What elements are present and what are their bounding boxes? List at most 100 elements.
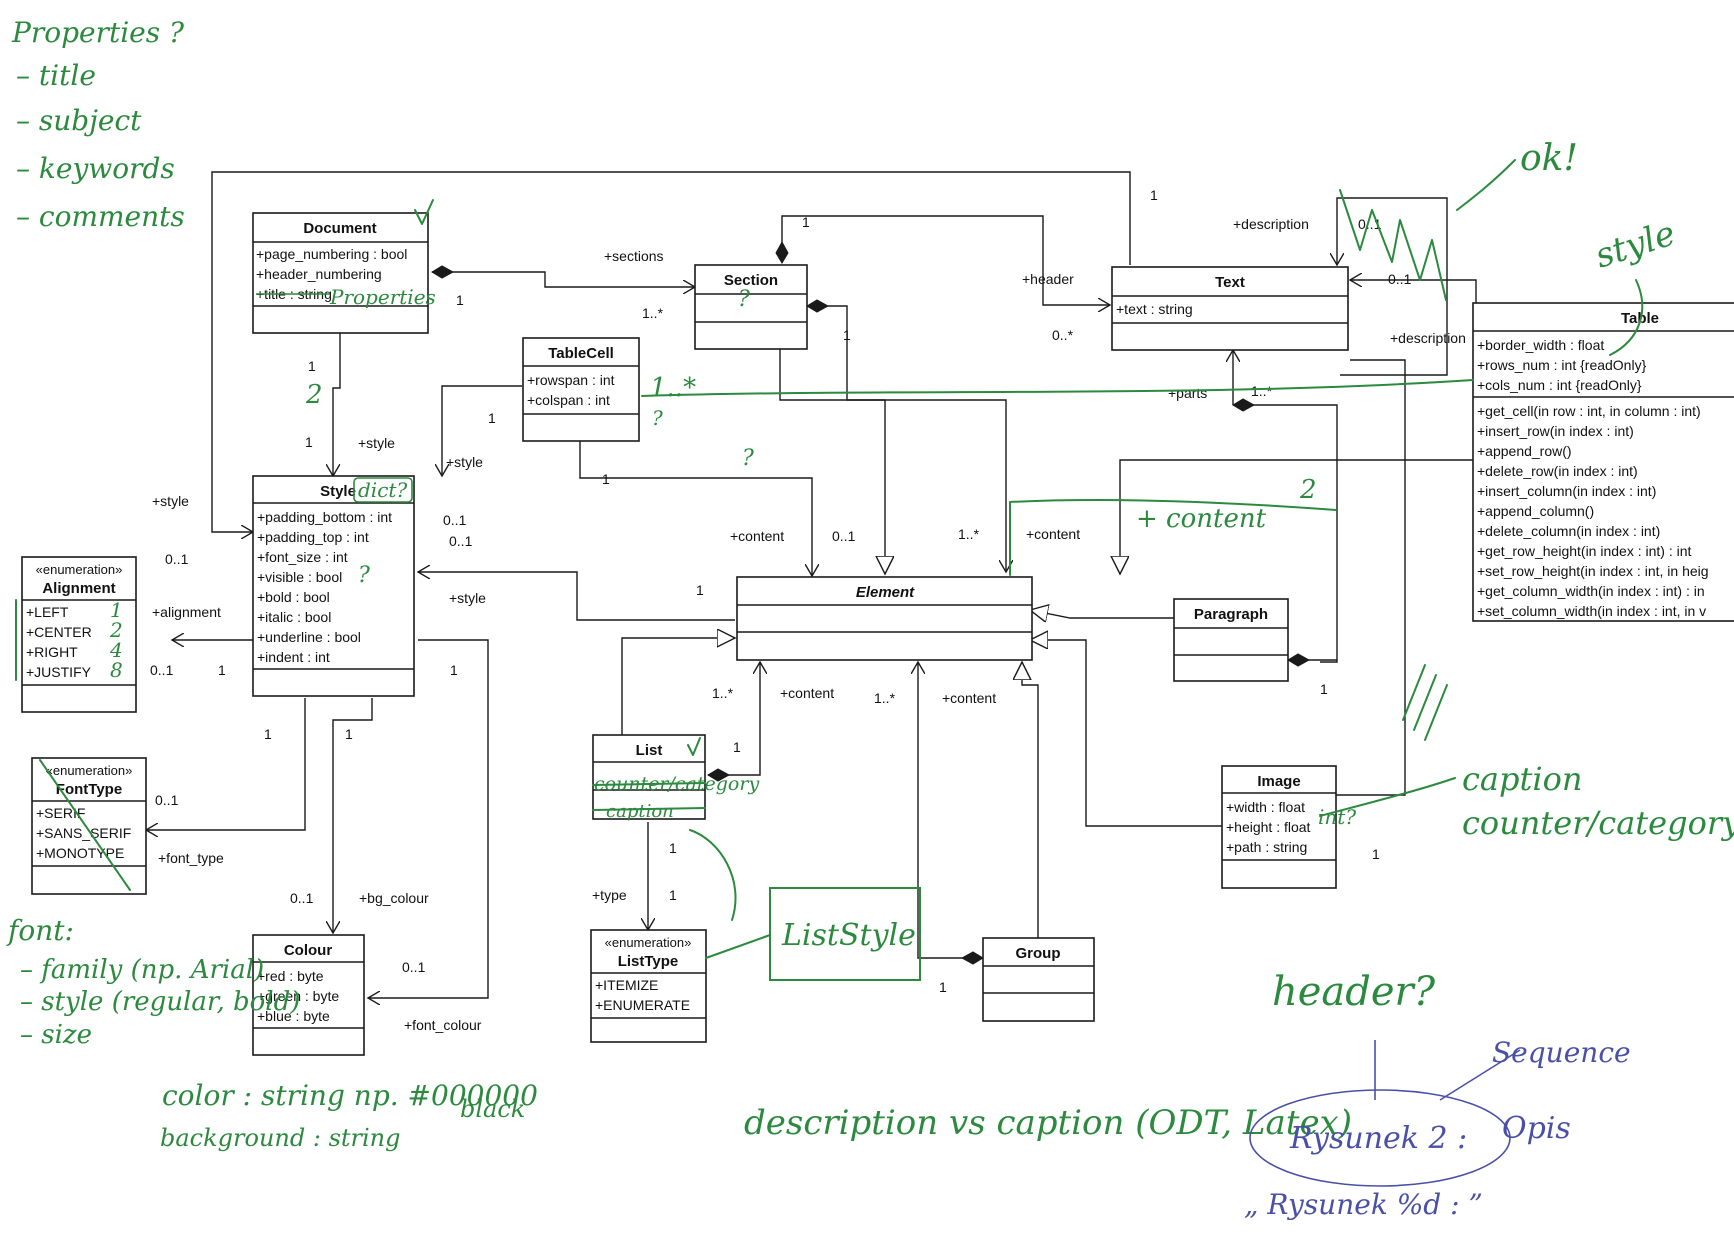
multiplicity-label: 1 (456, 292, 464, 308)
note-ok: ok! (1520, 138, 1578, 179)
note-subject: – subject (16, 104, 142, 137)
note-num: 2 (109, 618, 123, 642)
class-name: Image (1257, 773, 1300, 790)
note-dict: dict? (358, 478, 407, 502)
role-label: +content (730, 528, 784, 544)
note-connector (1374, 1040, 1521, 1101)
role-label: +content (942, 690, 996, 706)
note-section-mark: ? (738, 287, 750, 312)
class-attr: +colspan : int (527, 392, 610, 408)
class-colour: Colour +red : byte +green : byte +blue :… (252, 934, 365, 1056)
class-op: +get_cell(in row : int, in column : int) (1477, 403, 1701, 419)
note-sequence: Sequence (1492, 1036, 1631, 1069)
class-attr: +header_numbering (256, 266, 382, 282)
class-alignment: «enumeration» Alignment +LEFT +CENTER +R… (21, 556, 137, 713)
class-name: Paragraph (1194, 606, 1268, 623)
class-attr: +red : byte (257, 968, 324, 984)
class-paragraph: Paragraph (1173, 598, 1289, 682)
note-header: header? (1272, 969, 1436, 1015)
class-attr: +border_width : float (1477, 337, 1604, 353)
class-table: Table +border_width : float +rows_num : … (1472, 302, 1734, 622)
note-content: + content (1136, 504, 1267, 534)
class-attr: +SANS_SERIF (36, 825, 131, 841)
role-label: +type (592, 887, 627, 903)
note-opis: Opis (1502, 1111, 1571, 1146)
class-tablecell: TableCell +rowspan : int +colspan : int (522, 337, 640, 442)
multiplicity-label: 1 (602, 471, 610, 487)
class-name: Section (724, 272, 778, 289)
role-label: +font_type (158, 850, 224, 866)
multiplicity-label: 0..1 (150, 662, 174, 678)
class-attr: +MONOTYPE (36, 845, 124, 861)
class-attr: +visible : bool (257, 569, 342, 585)
class-attr: +bold : bool (257, 589, 330, 605)
role-label: +description (1233, 216, 1309, 232)
class-attr: +blue : byte (257, 1008, 330, 1024)
class-listtype: «enumeration» ListType +ITEMIZE +ENUMERA… (590, 929, 707, 1043)
note-connector (641, 379, 1474, 397)
multiplicity-label: 0..1 (443, 512, 467, 528)
class-attr: +rows_num : int {readOnly} (1477, 357, 1647, 373)
class-name: FontType (56, 781, 122, 798)
note-style: style (1590, 213, 1680, 276)
class-attr: +indent : int (257, 649, 330, 665)
note-connector (705, 934, 771, 959)
class-attr: +SERIF (36, 805, 85, 821)
class-op: +set_row_height(in index : int, in heig (1477, 563, 1709, 579)
multiplicity-label: 1 (669, 840, 677, 856)
multiplicity-label: 1 (308, 358, 316, 374)
multiplicity-label: 1..* (642, 305, 664, 321)
note-liststyle: ListStyle (781, 918, 916, 953)
note-background: background : string (160, 1124, 401, 1152)
class-name: Document (303, 220, 376, 237)
note-style-arrow (1609, 279, 1644, 356)
multiplicity-label: 1 (305, 434, 313, 450)
class-name: Text (1215, 274, 1245, 291)
class-attr: +LEFT (26, 604, 69, 620)
multiplicity-label: 1..* (958, 526, 980, 542)
note-ellipse (1249, 1089, 1511, 1187)
note-connector (1009, 499, 1337, 576)
class-section: Section (694, 264, 808, 350)
multiplicity-label: 1 (345, 726, 353, 742)
class-attr: +width : float (1226, 799, 1305, 815)
note-box (353, 477, 413, 503)
class-attr: +cols_num : int {readOnly} (1477, 377, 1642, 393)
class-name: TableCell (548, 345, 614, 362)
multiplicity-label: 1..* (712, 685, 734, 701)
class-attr: +text : string (1116, 301, 1193, 317)
class-name: Element (856, 584, 915, 601)
role-label: +sections (604, 248, 664, 264)
note-question-center: ? (742, 446, 754, 471)
note-size: – size (20, 1020, 92, 1050)
multiplicity-label: 0..1 (1388, 271, 1412, 287)
note-family: – family (np. Arial) (20, 955, 264, 985)
strikeout-mark (15, 599, 131, 891)
role-label: +bg_colour (359, 890, 429, 906)
class-attr: +green : byte (257, 988, 339, 1004)
multiplicity-label: 1..* (1251, 383, 1273, 399)
role-label: +content (1026, 526, 1080, 542)
multiplicity-label: 1 (939, 979, 947, 995)
note-caption-list: caption (606, 801, 674, 822)
note-num: 8 (110, 658, 123, 682)
hatch-mark (1402, 664, 1448, 741)
multiplicity-label: 1 (218, 662, 226, 678)
role-label: +style (358, 435, 395, 451)
class-op: +append_row() (1477, 443, 1572, 459)
class-attr: +rowspan : int (527, 372, 615, 388)
note-rysunek: Rysunek 2 : (1289, 1121, 1467, 1156)
class-name: Style (320, 483, 356, 500)
class-element: Element (736, 576, 1033, 661)
role-label: +style (446, 454, 483, 470)
class-attr: +JUSTIFY (26, 664, 92, 680)
class-attr: +font_size : int (257, 549, 348, 565)
class-attr: +padding_bottom : int (257, 509, 392, 525)
multiplicity-label: 0..* (1052, 327, 1074, 343)
class-attr: +path : string (1226, 839, 1307, 855)
tick-mark (687, 737, 701, 756)
class-stereotype: «enumeration» (36, 562, 123, 577)
multiplicity-label: 1 (488, 410, 496, 426)
note-connector (689, 829, 737, 921)
